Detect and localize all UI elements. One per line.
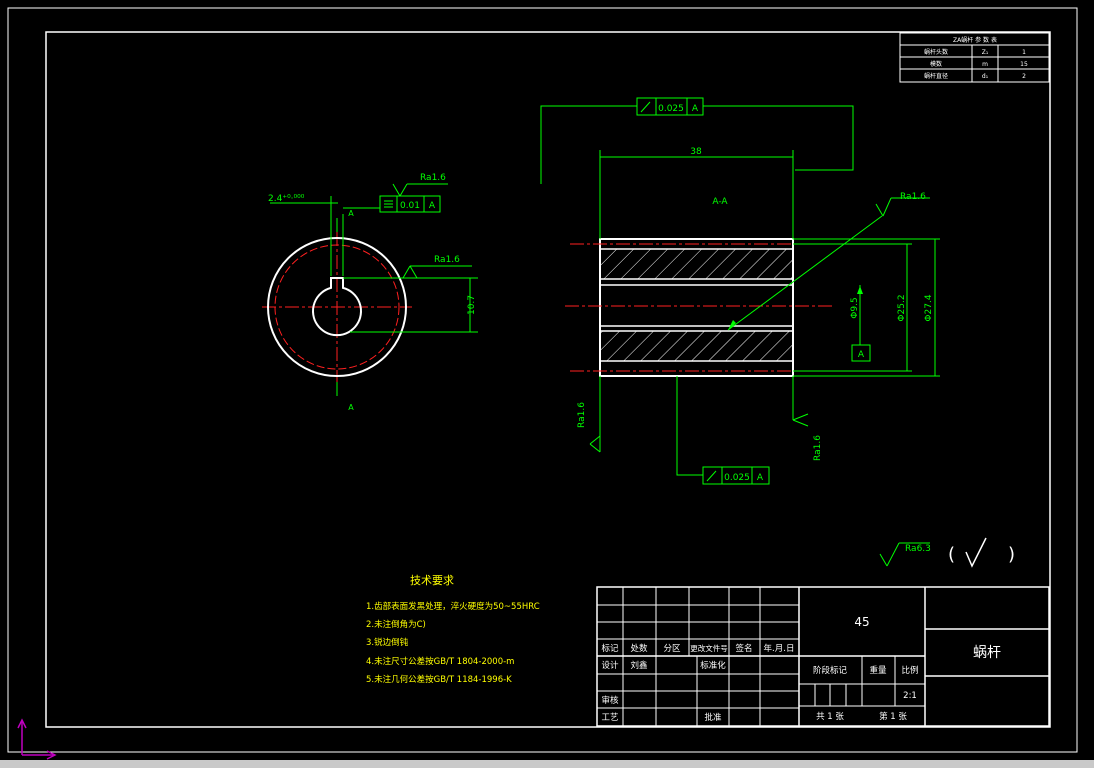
datum-box-label: A — [858, 350, 865, 360]
tech-req-item: 1.齿部表面发黑处理，淬火硬度为50~55HRC — [366, 601, 540, 612]
tb-stage-label: 阶段标记 — [813, 665, 848, 676]
roughness-top: Ra1.6 — [420, 173, 446, 183]
runout-bottom-datum: A — [757, 473, 764, 483]
tb-review-label: 审核 — [601, 695, 619, 706]
tb-header: 处数 — [630, 643, 648, 654]
symmetry-datum: A — [429, 201, 436, 211]
tb-header: 分区 — [663, 644, 681, 654]
tb-header: 更改文件号 — [690, 643, 728, 653]
param-row-value: 15 — [1020, 61, 1028, 68]
roughness-right-face: Ra1.6 — [813, 435, 823, 461]
param-row-name: 蜗杆头数 — [924, 48, 948, 56]
end-view — [262, 232, 412, 382]
bore-diameter: Φ9.5 — [850, 297, 860, 318]
tb-scale-label: 比例 — [901, 665, 918, 676]
tb-header: 年.月.日 — [764, 643, 795, 654]
keyway-width-dim: 2.4⁺⁰·⁰⁰⁰ — [268, 194, 305, 204]
tech-req-item: 3.锐边倒钝 — [366, 637, 409, 648]
ucs-icon — [17, 718, 57, 760]
tb-material: 45 — [854, 615, 869, 629]
tech-req-item: 4.未注尺寸公差按GB/T 1804-2000-m — [366, 656, 514, 667]
param-row-value: 1 — [1022, 49, 1026, 56]
tb-scale-value: 2:1 — [903, 691, 917, 701]
param-row-value: 2 — [1022, 73, 1026, 80]
end-view-dims — [270, 183, 478, 396]
general-roughness-symbol — [879, 537, 987, 568]
runout-top-value: 0.025 — [658, 104, 684, 114]
param-row-symbol: d₁ — [982, 73, 989, 80]
section-title: A-A — [712, 197, 728, 207]
keyway-height-dim: 10.7 — [467, 295, 477, 315]
roughness-bore: Ra1.6 — [900, 192, 926, 202]
section-view-dims — [540, 97, 940, 485]
tb-process-label: 工艺 — [601, 713, 618, 723]
tb-sheet-no: 第 1 张 — [879, 711, 907, 722]
param-row-name: 蜗杆直径 — [924, 72, 948, 80]
tb-header: 标记 — [601, 643, 619, 654]
tb-header: 签名 — [735, 643, 752, 654]
roughness-keyway: Ra1.6 — [434, 255, 460, 265]
tech-req-item: 2.未注倒角为C) — [366, 619, 426, 630]
runout-top-datum: A — [692, 104, 699, 114]
mid-diameter: Φ25.2 — [897, 294, 907, 321]
tech-req-title: 技术要求 — [410, 574, 454, 587]
outer-diameter: Φ27.4 — [924, 294, 934, 321]
tb-weight-label: 重量 — [869, 665, 887, 676]
general-roughness-paren-close: ) — [1008, 544, 1015, 565]
runout-bottom-value: 0.025 — [724, 473, 750, 483]
tb-sheets-total: 共 1 张 — [816, 712, 844, 722]
param-row-symbol: Z₁ — [982, 49, 989, 56]
inner-frame — [45, 31, 1051, 728]
section-mark-top: A — [348, 209, 354, 218]
length-dim: 38 — [690, 147, 702, 157]
param-table — [899, 32, 1050, 83]
symmetry-tolerance: 0.01 — [400, 201, 420, 211]
tech-req-item: 5.未注几何公差按GB/T 1184-1996-K — [366, 674, 512, 685]
section-mark-bottom: A — [348, 403, 354, 412]
tb-design-label: 设计 — [601, 660, 619, 671]
status-bar-strip — [0, 760, 1094, 768]
param-row-name: 模数 — [930, 60, 942, 68]
general-roughness-paren-open: ( — [948, 544, 955, 565]
general-roughness-value: Ra6.3 — [905, 544, 931, 554]
outer-frame — [7, 7, 1078, 753]
tb-approve-label: 批准 — [704, 712, 722, 723]
title-block-grid — [596, 586, 1050, 727]
tb-standard-label: 标准化 — [700, 660, 726, 671]
tb-part-name: 蜗杆 — [973, 645, 1001, 661]
param-row-symbol: m — [982, 61, 988, 68]
param-table-title: ZA蜗杆 参 数 表 — [953, 36, 997, 44]
roughness-left-face: Ra1.6 — [577, 402, 587, 428]
tb-designer: 刘鑫 — [630, 660, 648, 671]
section-view — [565, 238, 835, 377]
